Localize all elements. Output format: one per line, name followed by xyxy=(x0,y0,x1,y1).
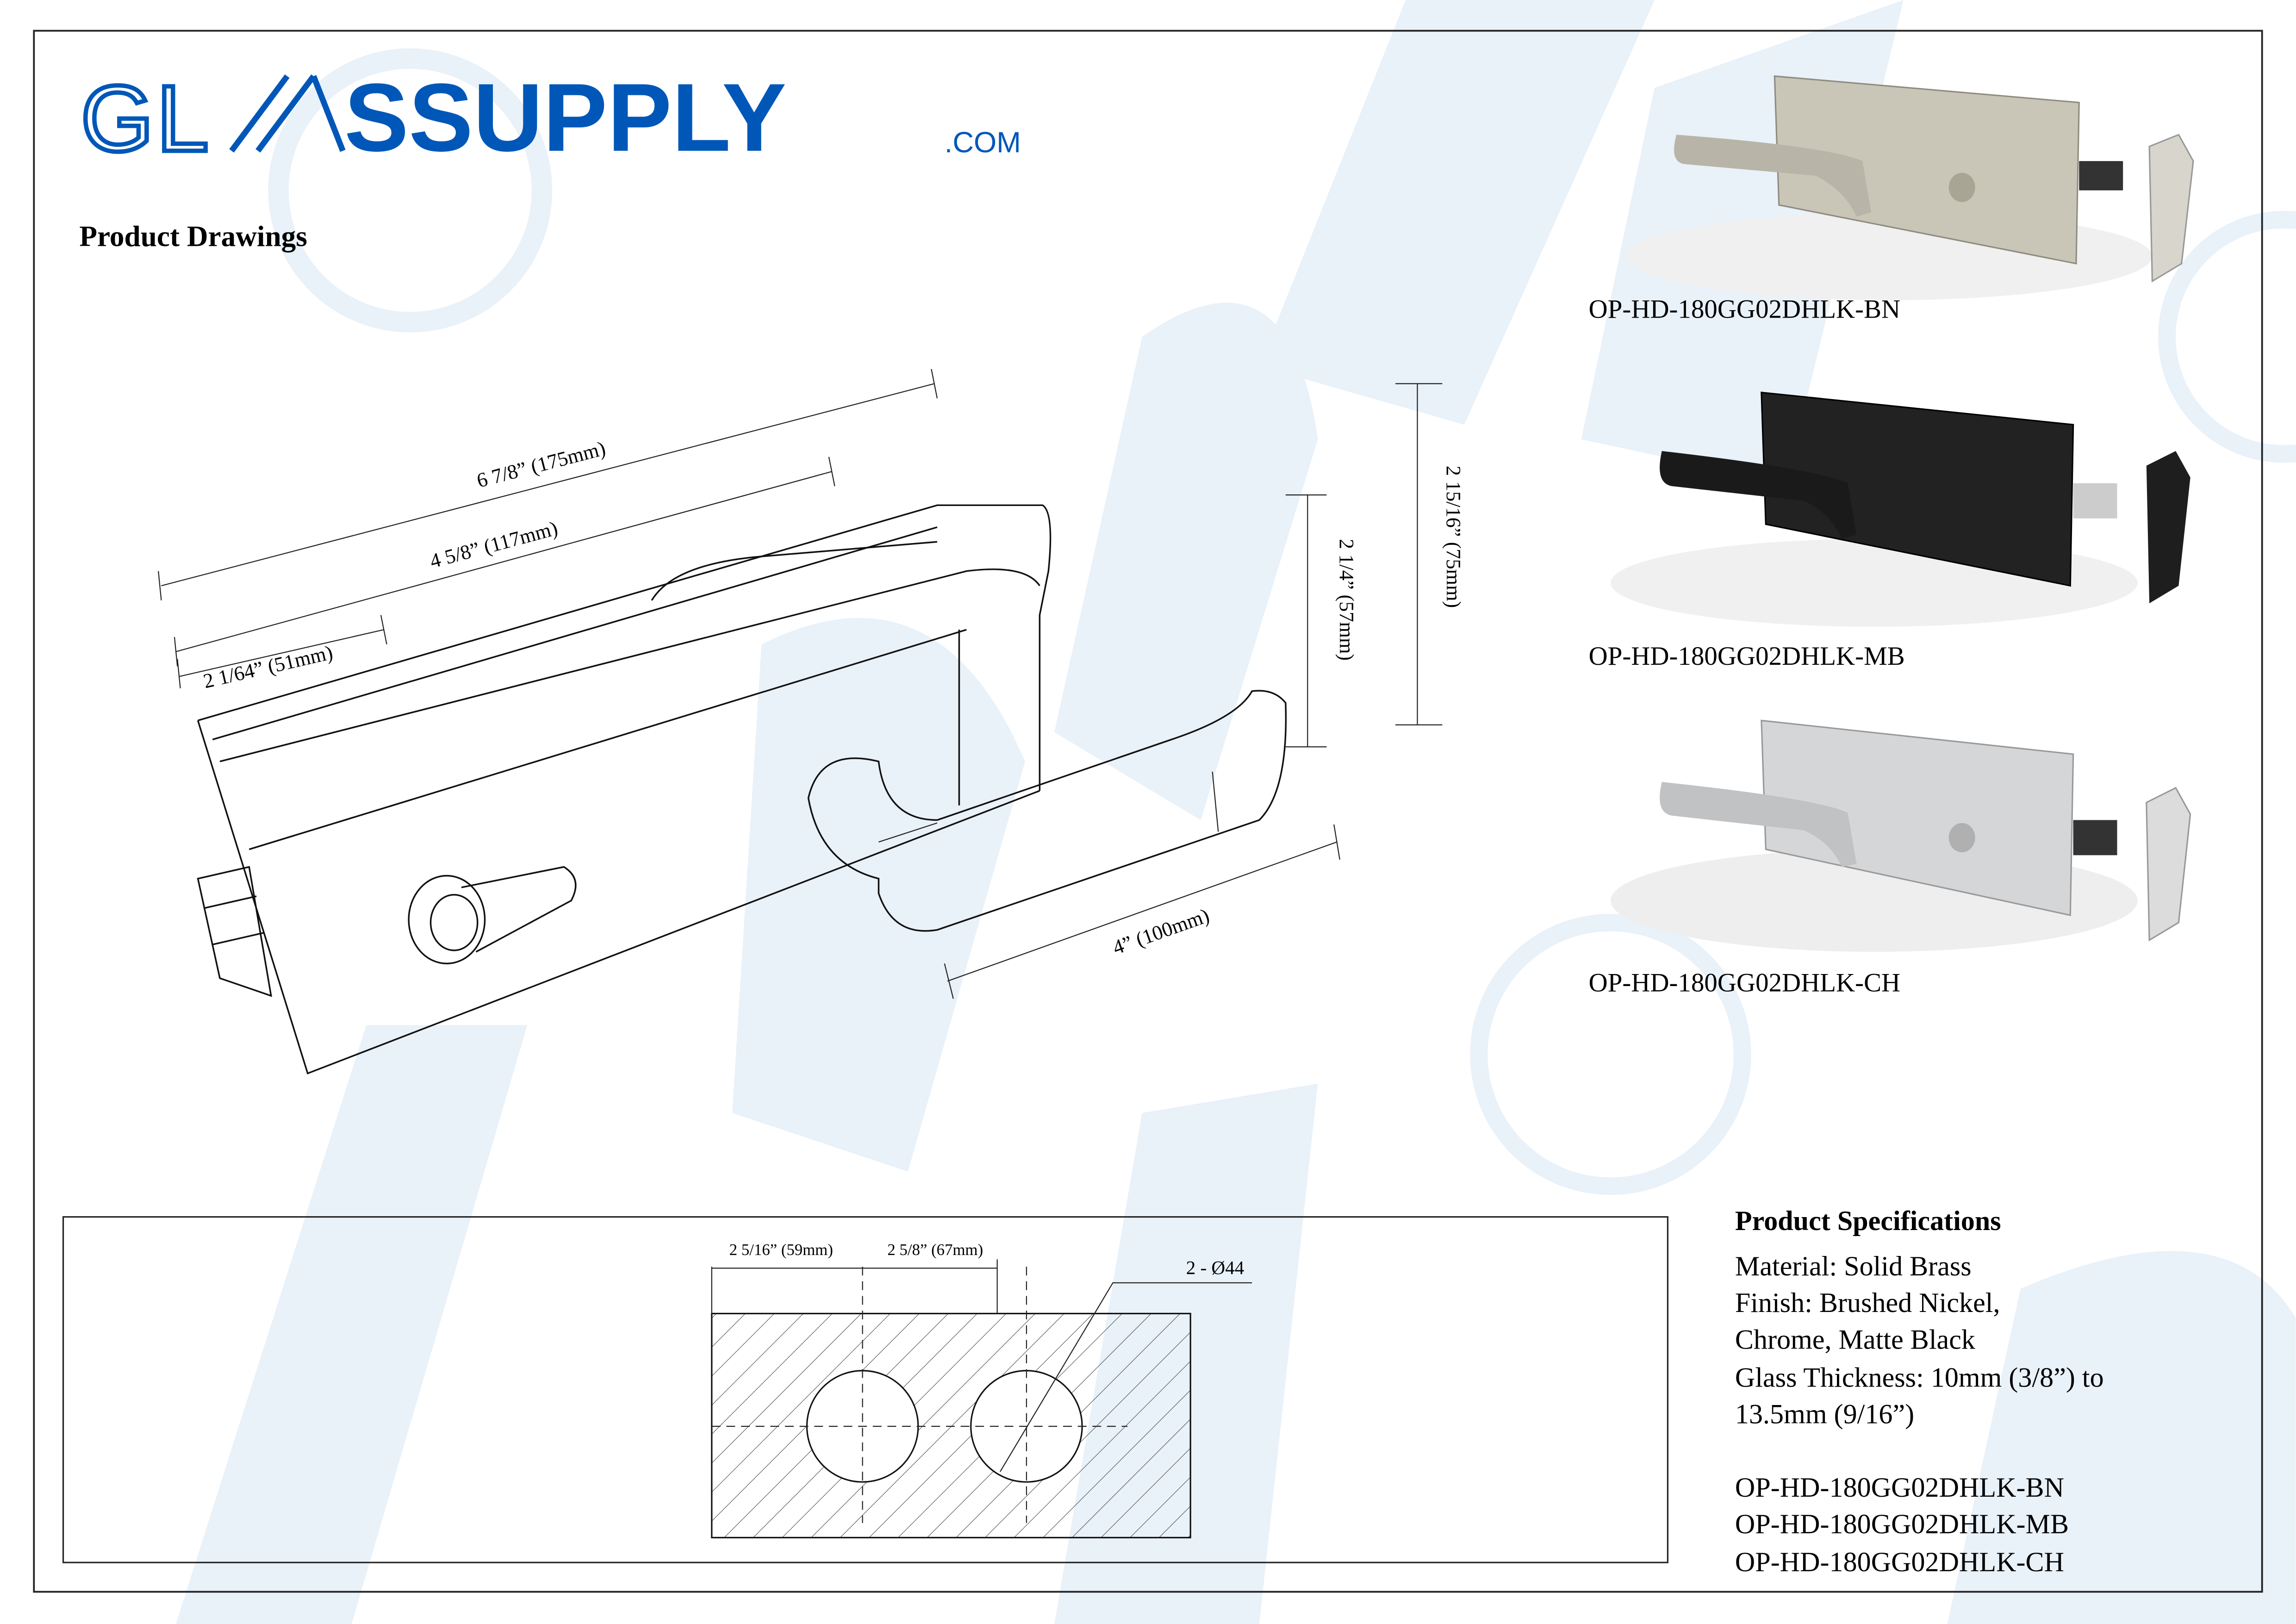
glassupply-logo: GL SSUPPLY .COM xyxy=(79,64,1021,173)
dim-body-height: 2 1/4” (57mm) xyxy=(1335,539,1358,661)
glass-cutout-template xyxy=(711,1259,1252,1538)
dim-short-length: 2 1/64” (51mm) xyxy=(201,641,335,693)
cutout-drawing-frame xyxy=(62,1216,1669,1563)
cutout-dim-1: 2 5/16” (59mm) xyxy=(729,1241,833,1259)
product-label-ch: OP-HD-180GG02DHLK-CH xyxy=(1589,968,1901,997)
cutout-holes-label: 2 - Ø44 xyxy=(1186,1257,1244,1278)
spec-code: OP-HD-180GG02DHLK-BN xyxy=(1735,1472,2064,1503)
svg-text:GL: GL xyxy=(81,66,212,171)
product-image-mb xyxy=(1611,391,2190,627)
dimension-lines xyxy=(158,369,1443,999)
lock-isometric-drawing xyxy=(197,504,1287,1074)
spec-code: OP-HD-180GG02DHLK-MB xyxy=(1735,1509,2069,1540)
product-image-bn xyxy=(1625,75,2194,300)
page-border xyxy=(33,30,2263,1593)
spec-line: Material: Solid Brass xyxy=(1735,1251,1972,1282)
product-specifications: Product Specifications Material: Solid B… xyxy=(1735,1206,2104,1578)
page-title: Product Drawings xyxy=(79,220,307,252)
specs-title: Product Specifications xyxy=(1735,1206,2001,1237)
product-image-ch xyxy=(1611,719,2191,952)
spec-line: 13.5mm (9/16”) xyxy=(1735,1399,1914,1430)
svg-text:SSUPPLY: SSUPPLY xyxy=(344,64,786,172)
spec-line: Glass Thickness: 10mm (3/8”) to xyxy=(1735,1362,2104,1393)
dim-overall-height: 2 15/16” (75mm) xyxy=(1442,466,1465,608)
spec-code: OP-HD-180GG02DHLK-CH xyxy=(1735,1547,2064,1578)
svg-text:.COM: .COM xyxy=(945,126,1021,159)
cutout-dim-2: 2 5/8” (67mm) xyxy=(887,1241,983,1259)
dim-lever-length: 4” (100mm) xyxy=(1110,904,1212,959)
product-label-mb: OP-HD-180GG02DHLK-MB xyxy=(1589,642,1905,671)
spec-line: Finish: Brushed Nickel, xyxy=(1735,1287,2000,1318)
product-label-bn: OP-HD-180GG02DHLK-BN xyxy=(1589,294,1901,324)
dim-overall-length: 6 7/8” (175mm) xyxy=(474,437,608,492)
spec-line: Chrome, Matte Black xyxy=(1735,1324,1976,1355)
